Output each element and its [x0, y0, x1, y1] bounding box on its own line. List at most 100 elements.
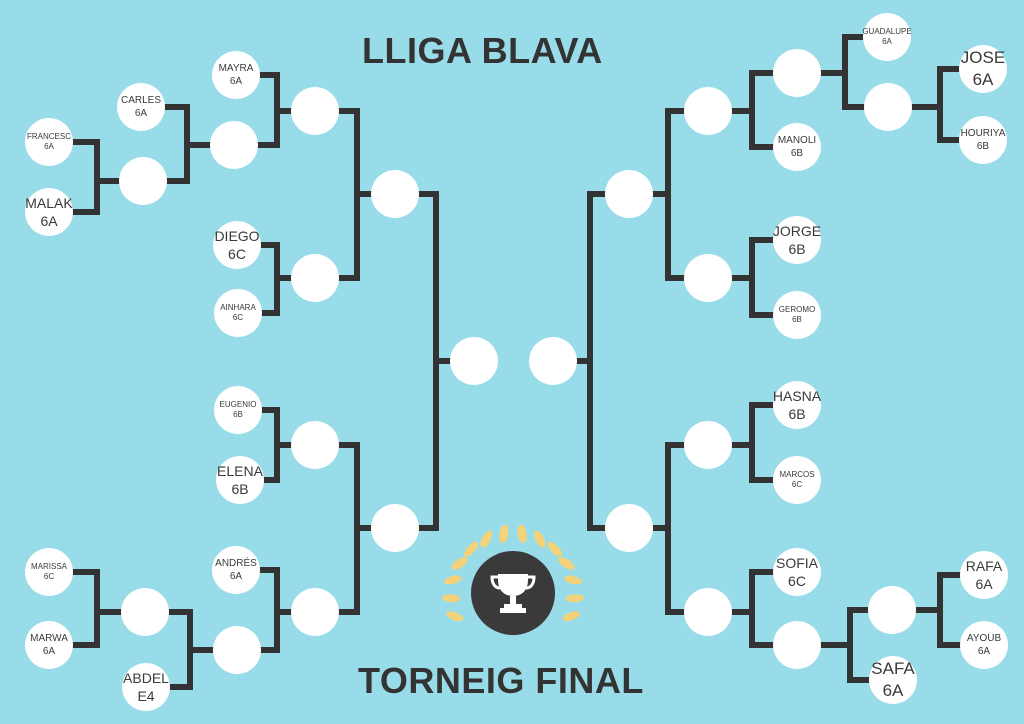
participant-diego[interactable]: DIEGO 6C: [213, 221, 261, 269]
participant-class: 6B: [233, 410, 243, 419]
participant-houriya[interactable]: HOURIYA 6B: [959, 116, 1007, 164]
participant-class: 6C: [791, 480, 803, 489]
participant-class: 6C: [228, 246, 246, 262]
participant-name: SOFIA: [775, 554, 818, 571]
participant-name: AINHARA: [220, 302, 256, 312]
winner-slot[interactable]: [119, 157, 167, 205]
page-subtitle: TORNEIG FINAL: [358, 660, 644, 701]
laurel-leaf: [451, 558, 468, 570]
participant-name: SAFA: [871, 658, 915, 678]
participant-safa[interactable]: SAFA 6A: [869, 656, 917, 704]
participant-ayoub[interactable]: AYOUB 6A: [960, 621, 1008, 669]
participant-name: DIEGO: [214, 227, 260, 244]
participant-name: HASNA: [772, 387, 822, 404]
participant-class: 6B: [788, 406, 806, 422]
participant-class: 6A: [229, 76, 243, 87]
participant-manoli[interactable]: MANOLI 6B: [773, 123, 821, 171]
participant-mayra[interactable]: MAYRA 6A: [212, 51, 260, 99]
participant-class: 6A: [882, 681, 904, 700]
winner-slot[interactable]: [210, 121, 258, 169]
participant-class: 6C: [43, 572, 55, 581]
laurel-leaf: [446, 611, 464, 622]
participant-class: 6B: [976, 141, 990, 152]
laurel-leaf: [548, 542, 563, 557]
participant-name: RAFA: [965, 557, 1003, 574]
participant-name: AYOUB: [966, 633, 1002, 644]
participant-class: 6C: [788, 573, 806, 589]
winner-slot[interactable]: [121, 588, 169, 636]
winner-slot[interactable]: [213, 626, 261, 674]
participant-name: HOURIYA: [960, 128, 1006, 139]
winner-slot[interactable]: [605, 170, 653, 218]
participant-name: ELENA: [217, 462, 263, 479]
participant-name: GEROMO: [778, 304, 816, 314]
winner-slot[interactable]: [864, 83, 912, 131]
participant-name: MAYRA: [218, 63, 254, 74]
participant-class: 6A: [134, 108, 148, 119]
winner-slot[interactable]: [868, 586, 916, 634]
winner-slot[interactable]: [605, 504, 653, 552]
winner-slot[interactable]: [291, 588, 339, 636]
participant-class: 6B: [790, 148, 804, 159]
participant-class: 6A: [44, 142, 54, 151]
winner-slot[interactable]: [684, 588, 732, 636]
participant-sofia[interactable]: SOFIA 6C: [773, 548, 821, 596]
winner-slot[interactable]: [291, 254, 339, 302]
participant-class: 6A: [40, 213, 58, 229]
trophy-emblem: [442, 524, 584, 635]
laurel-leaf: [564, 575, 582, 585]
winner-slot[interactable]: [450, 337, 498, 385]
winner-slot[interactable]: [291, 87, 339, 135]
winner-slot[interactable]: [371, 170, 419, 218]
laurel-leaf: [463, 542, 478, 557]
participant-name: FRANCESC: [26, 131, 71, 141]
laurel-leaf: [442, 594, 461, 603]
participant-hasna[interactable]: HASNA 6B: [773, 381, 821, 429]
participant-name: EUGENIO: [219, 399, 257, 409]
participant-class: 6A: [882, 37, 892, 46]
winner-slot[interactable]: [529, 337, 577, 385]
laurel-leaf: [499, 524, 508, 543]
winner-slot[interactable]: [684, 254, 732, 302]
laurel-leaf: [480, 530, 492, 548]
winner-slot[interactable]: [684, 87, 732, 135]
winner-slot[interactable]: [773, 621, 821, 669]
participant-rafa[interactable]: RAFA 6A: [960, 551, 1008, 599]
participant-name: MANOLI: [777, 135, 817, 146]
participant-class: 6A: [977, 646, 991, 657]
participant-name: MARISSA: [30, 561, 67, 571]
winner-slot[interactable]: [684, 421, 732, 469]
participant-class: 6A: [42, 646, 56, 657]
laurel-leaf: [562, 611, 580, 622]
participant-class: E4: [137, 688, 155, 704]
participant-class: 6C: [232, 313, 244, 322]
participant-class: 6B: [231, 481, 249, 497]
participant-name: JORGE: [772, 222, 822, 239]
participant-name: MARCOS: [779, 469, 815, 479]
winner-slot[interactable]: [773, 49, 821, 97]
participant-class: 6A: [229, 571, 243, 582]
laurel-leaf: [565, 594, 584, 603]
participant-elena[interactable]: ELENA 6B: [216, 456, 264, 504]
participant-class: 6B: [792, 315, 802, 324]
trophy-icon: [490, 574, 536, 613]
participant-class: 6A: [975, 576, 993, 592]
winner-slot[interactable]: [371, 504, 419, 552]
participant-name: JOSE: [960, 47, 1006, 67]
winner-slot[interactable]: [291, 421, 339, 469]
